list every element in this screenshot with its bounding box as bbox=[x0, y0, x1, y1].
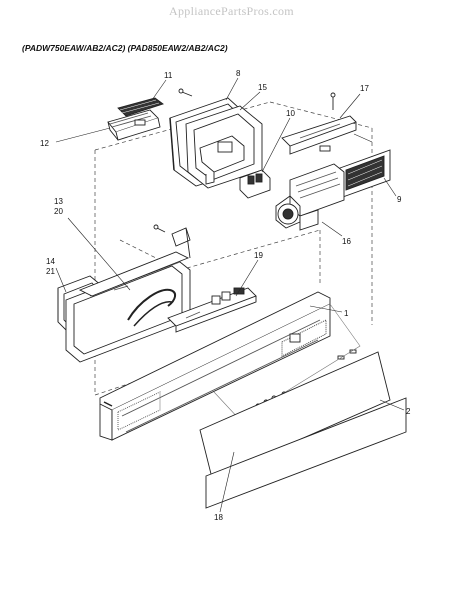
callout-19: 19 bbox=[254, 251, 263, 260]
part-11-grille bbox=[117, 97, 164, 117]
model-caption: (PADW750EAW/AB2/AC2) (PAD850EAW2/AB2/AC2… bbox=[22, 43, 228, 53]
callout-8: 8 bbox=[236, 69, 241, 78]
callout-20: 20 bbox=[54, 207, 63, 216]
part-16-motor bbox=[275, 163, 345, 231]
callout-1: 1 bbox=[344, 309, 349, 318]
part-15-dispenser bbox=[185, 105, 263, 189]
callout-10: 10 bbox=[286, 109, 295, 118]
callout-13: 13 bbox=[54, 197, 63, 206]
callout-11: 11 bbox=[164, 71, 173, 80]
part-2-overlay bbox=[199, 351, 391, 479]
callout-9: 9 bbox=[397, 195, 402, 204]
part-18-membrane bbox=[205, 397, 407, 509]
callout-12: 12 bbox=[40, 139, 49, 148]
part-13-control-board bbox=[65, 227, 191, 363]
callout-18: 18 bbox=[214, 513, 223, 522]
part-17-bracket bbox=[281, 115, 357, 155]
callout-2: 2 bbox=[406, 407, 411, 416]
callout-15: 15 bbox=[258, 83, 267, 92]
callout-17: 17 bbox=[360, 84, 369, 93]
callout-14: 14 bbox=[46, 257, 55, 266]
part-9-filter bbox=[339, 149, 391, 199]
screws bbox=[153, 88, 336, 233]
callout-16: 16 bbox=[342, 237, 351, 246]
watermark: AppliancePartsPros.com bbox=[169, 4, 294, 18]
dashed-guide-lines bbox=[94, 101, 373, 396]
callout-labels: 11 8 15 17 10 12 9 13 20 16 19 14 21 1 2… bbox=[40, 69, 411, 522]
part-12-vent bbox=[107, 109, 161, 141]
leader-lines bbox=[55, 77, 405, 513]
callout-21: 21 bbox=[46, 267, 55, 276]
part-10-switch bbox=[239, 169, 271, 199]
